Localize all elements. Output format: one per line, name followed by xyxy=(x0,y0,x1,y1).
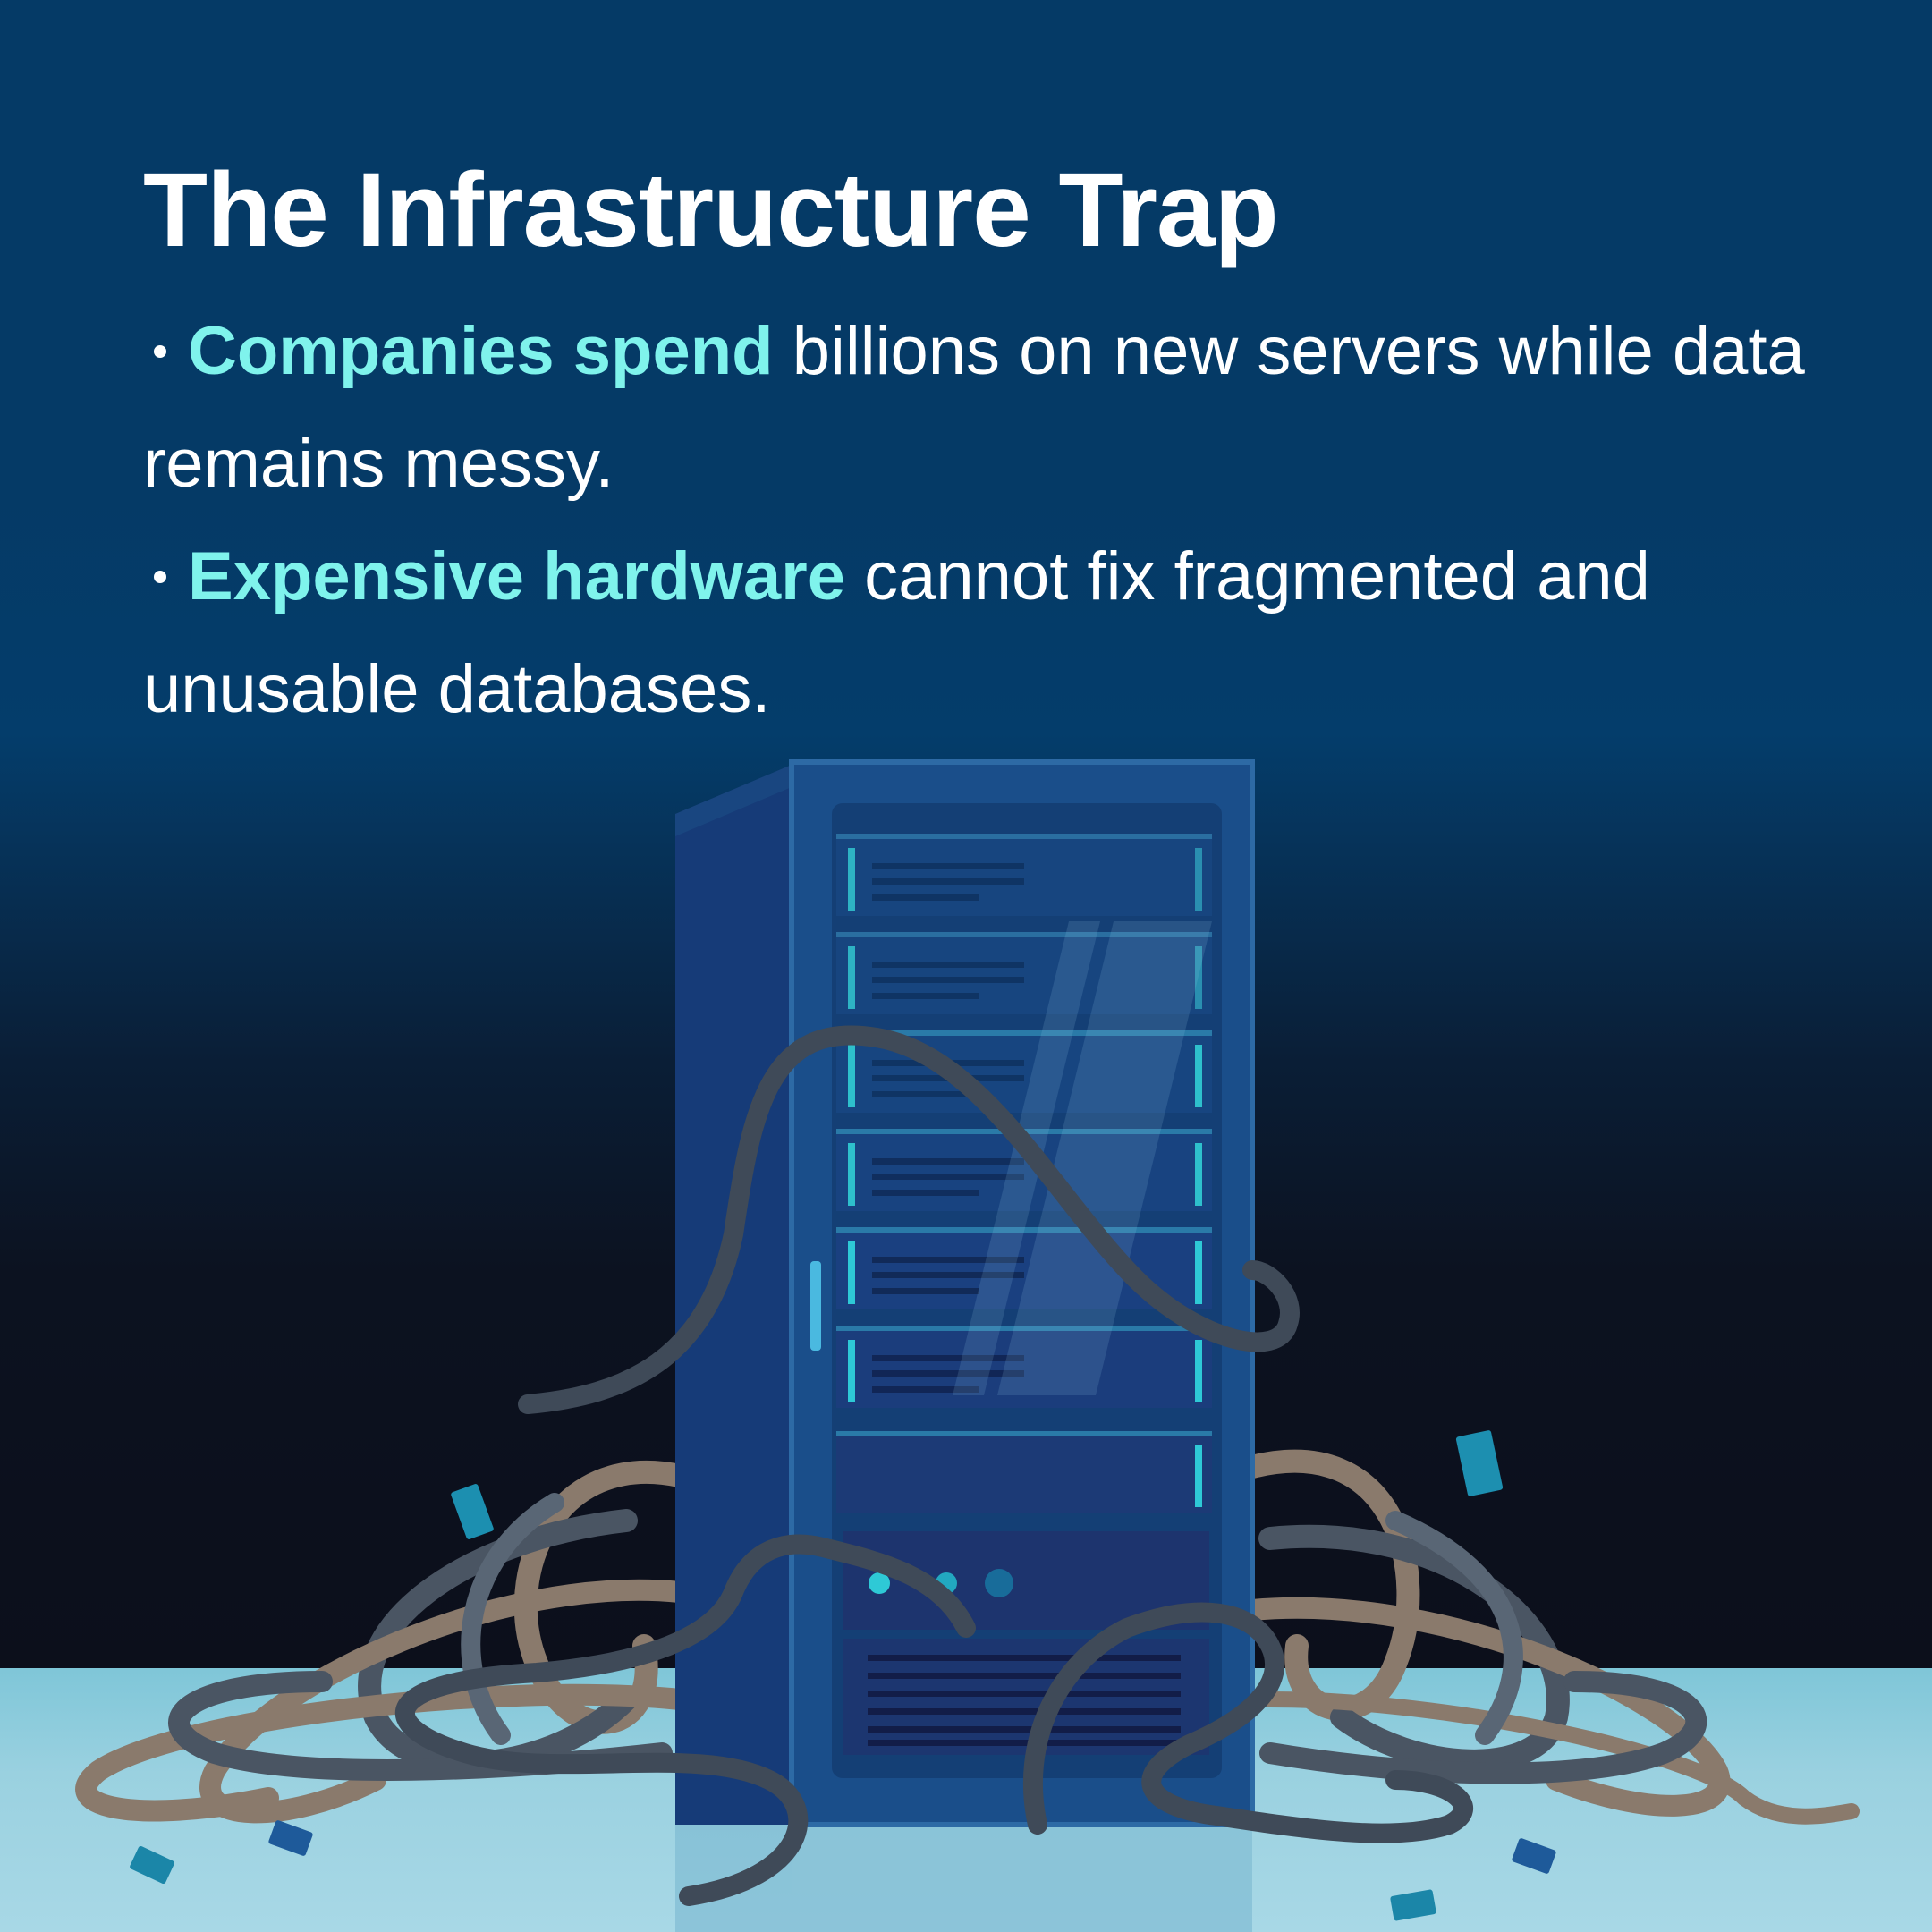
bullet-text: cannot fix fragmented and unusable datab… xyxy=(143,538,1650,727)
bullet-highlight: Companies spend xyxy=(188,313,774,389)
server-drive-bays xyxy=(836,834,1212,1755)
bullet-item: Companies spend billions on new servers … xyxy=(143,295,1825,521)
bullet-text: billions on new servers while data remai… xyxy=(143,313,1805,502)
slide-title: The Infrastructure Trap xyxy=(143,151,1279,269)
bullet-dot-icon xyxy=(154,570,166,583)
bullet-list: Companies spend billions on new servers … xyxy=(143,295,1825,746)
slide-content: The Infrastructure Trap Companies spend … xyxy=(143,143,1825,746)
bullet-dot-icon xyxy=(154,344,166,358)
scattered-memory-chips xyxy=(130,1430,1556,1921)
server-rack xyxy=(675,759,1255,1827)
cables-front xyxy=(394,1025,1473,1906)
bullet-item: Expensive hardware cannot fix fragmented… xyxy=(143,521,1825,746)
cables-back-right xyxy=(1241,1449,1860,1825)
bullet-highlight: Expensive hardware xyxy=(188,538,846,614)
